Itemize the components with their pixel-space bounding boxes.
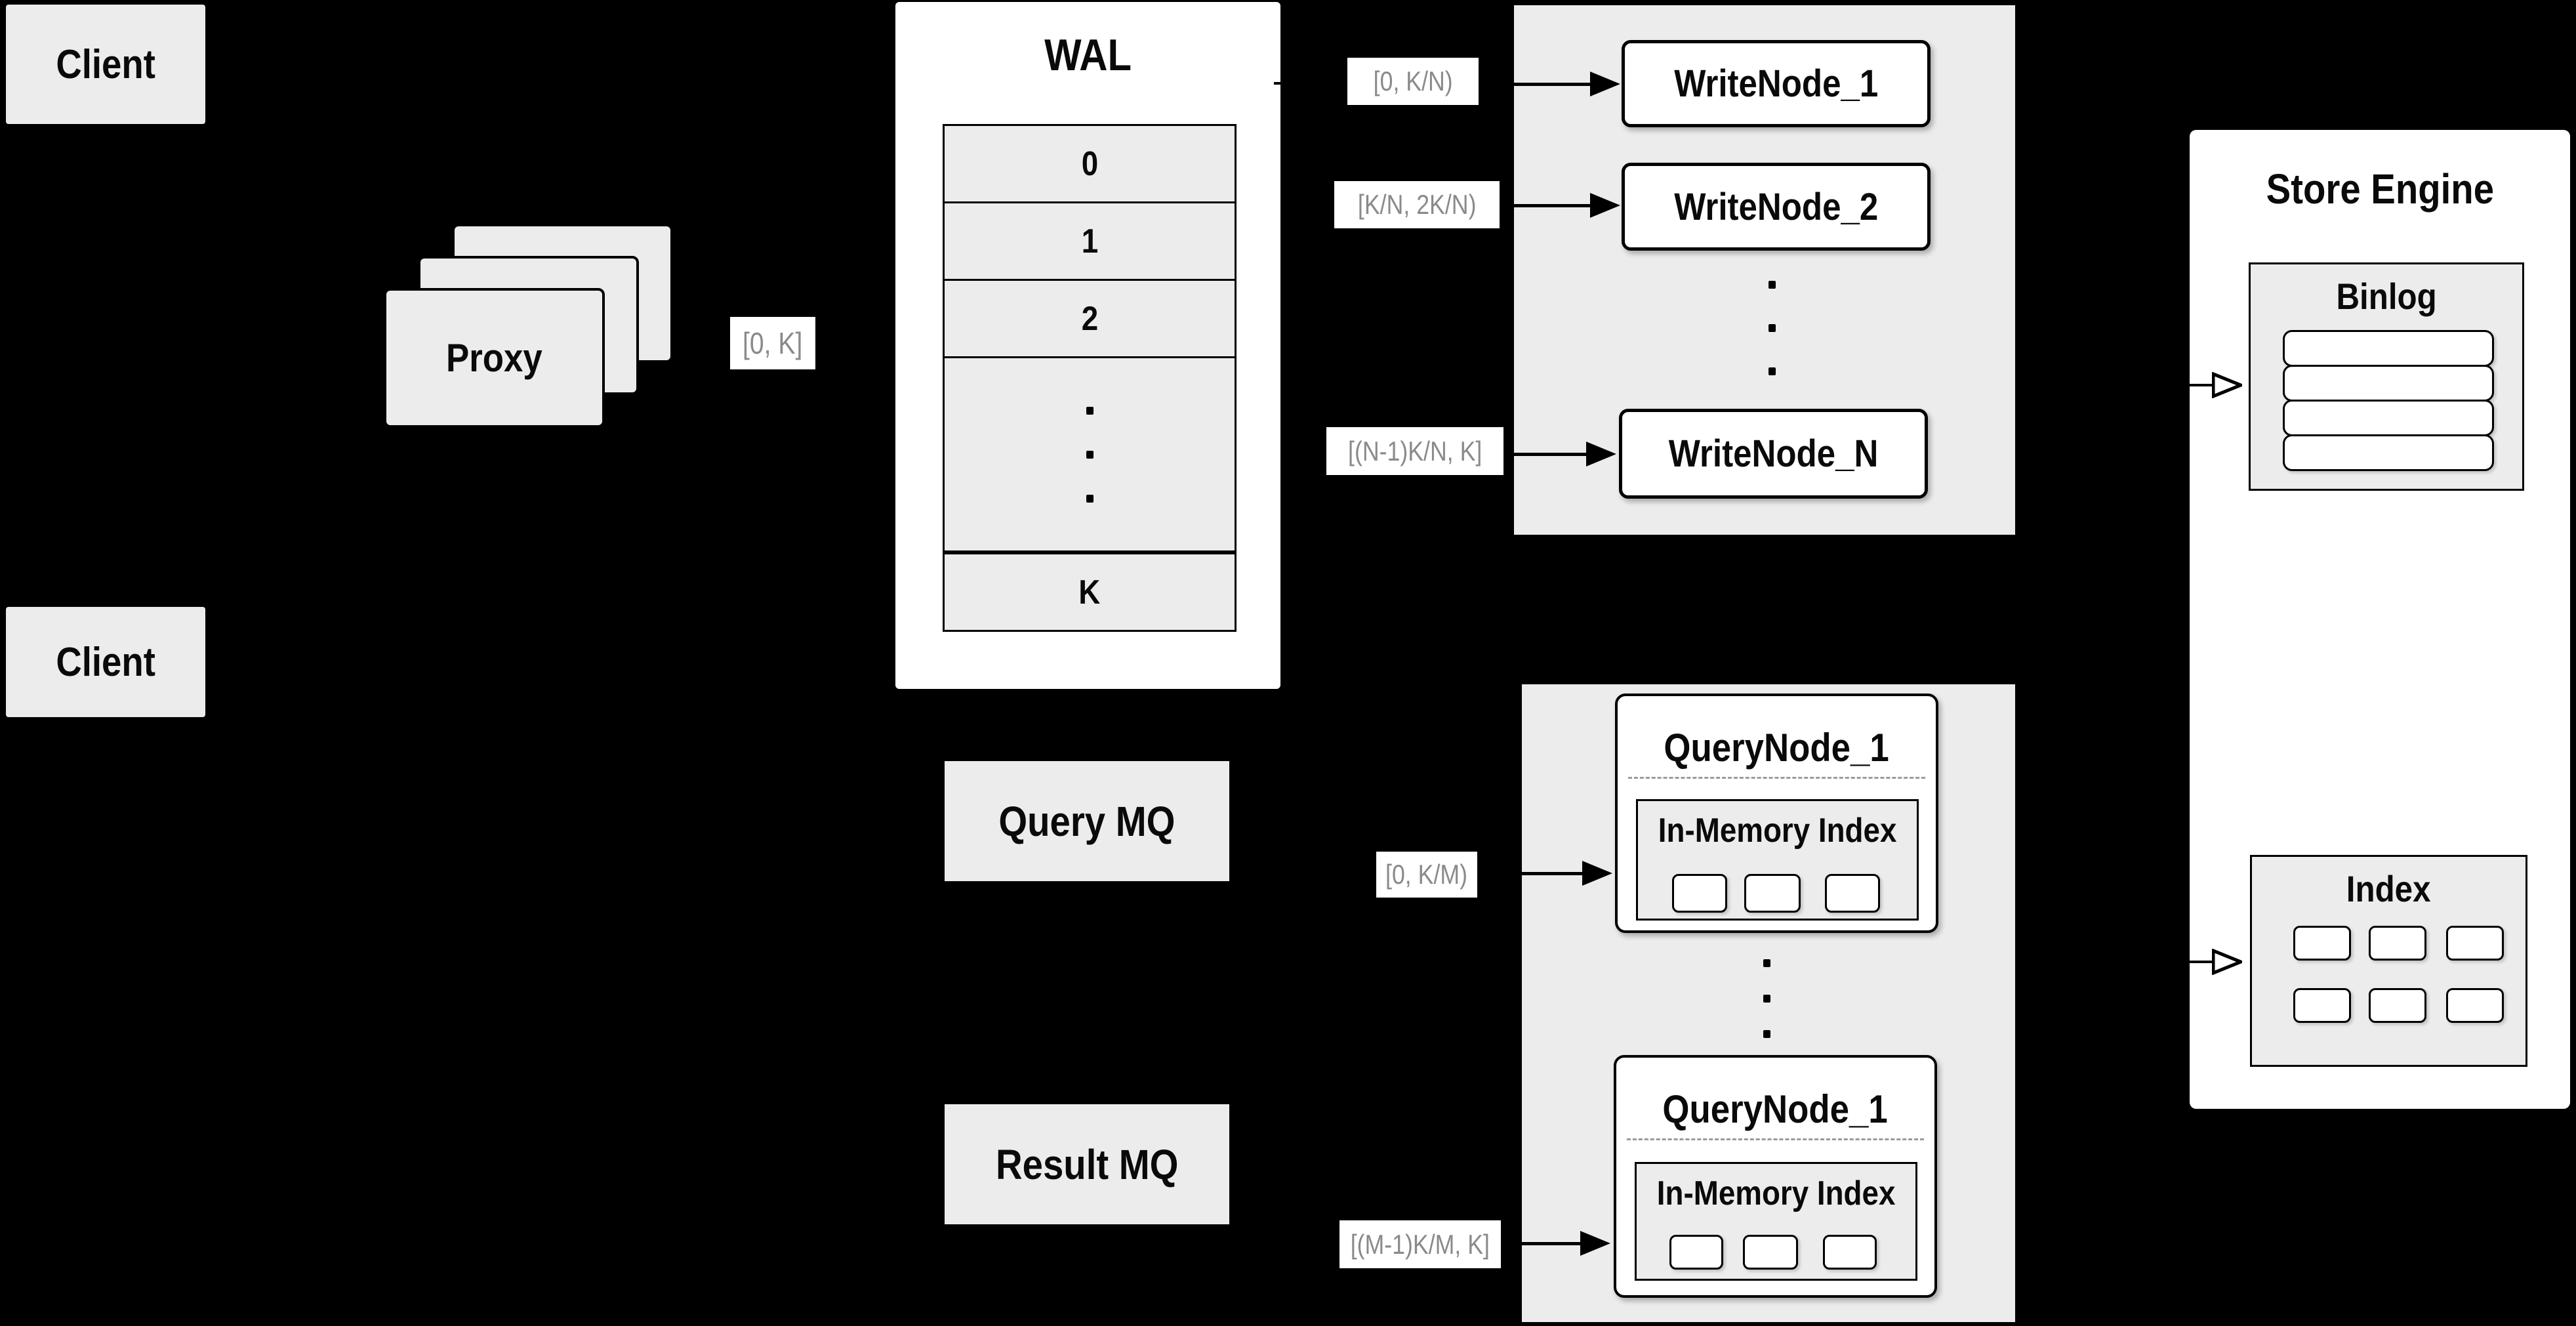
inmemory-chip: [1672, 874, 1727, 913]
client-bottom-label: Client: [56, 639, 155, 685]
range-label-proxy: [0, K]: [730, 317, 815, 369]
querynode-bottom-box: QueryNode_1 In-Memory Index: [1614, 1055, 1937, 1298]
wal-box: WAL 0 1 2 K: [895, 2, 1280, 689]
wal-row-0: 0: [945, 126, 1235, 203]
inmemory-top-title: In-Memory Index: [1658, 812, 1897, 850]
range-label-writenode-2-text: [K/N, 2K/N): [1357, 189, 1477, 220]
binlog-rows: [2283, 330, 2494, 471]
index-chip: [2293, 988, 2351, 1023]
range-label-writenode-1-text: [0, K/N): [1373, 66, 1453, 96]
inmemory-chip: [1743, 1235, 1798, 1270]
inmemory-bottom-title-wrap: In-Memory Index: [1637, 1171, 1915, 1216]
querynode-top-label: QueryNode_1: [1664, 725, 1890, 770]
binlog-row: [2283, 434, 2494, 471]
index-box: Index: [2250, 855, 2527, 1067]
range-label-querynode-m-text: [(M-1)K/M, K]: [1350, 1228, 1490, 1260]
inmemory-chip: [1825, 874, 1880, 913]
binlog-title: Binlog: [2336, 275, 2437, 317]
binlog-row: [2283, 330, 2494, 367]
wal-title: WAL: [1044, 30, 1132, 80]
wal-row-1: 1: [945, 203, 1235, 281]
wal-title-wrap: WAL: [895, 26, 1280, 85]
writenode-1-label: WriteNode_1: [1673, 62, 1879, 105]
wal-ellipsis-icon: [1086, 406, 1094, 503]
range-label-writenode-1: [0, K/N): [1347, 58, 1479, 105]
wal-row-ellipsis: [945, 358, 1235, 552]
index-chip: [2369, 926, 2426, 961]
inmemory-index-top-box: In-Memory Index: [1636, 799, 1919, 921]
query-cluster-ellipsis-icon: [1763, 959, 1770, 1038]
write-cluster-ellipsis-icon: [1768, 281, 1776, 375]
index-title: Index: [2346, 867, 2431, 909]
arrow-to-querynode-top: [1509, 860, 1612, 886]
range-label-writenode-n: [(N-1)K/N, K]: [1326, 427, 1503, 475]
writenode-1-box: WriteNode_1: [1622, 40, 1931, 127]
binlog-box: Binlog: [2249, 262, 2524, 491]
arrow-to-index: [2190, 949, 2242, 975]
result-mq-label: Result MQ: [995, 1140, 1179, 1188]
range-label-writenode-2: [K/N, 2K/N): [1334, 181, 1500, 228]
index-chip: [2293, 926, 2351, 961]
range-label-writenode-n-text: [(N-1)K/N, K]: [1347, 435, 1482, 466]
writenode-2-box: WriteNode_2: [1622, 163, 1931, 251]
store-engine-box: Store Engine Binlog Index: [2190, 130, 2570, 1109]
index-chip: [2446, 988, 2504, 1023]
writenode-2-label: WriteNode_2: [1673, 185, 1879, 228]
binlog-title-wrap: Binlog: [2251, 270, 2522, 322]
binlog-row: [2283, 400, 2494, 436]
range-label-querynode-1-text: [0, K/M): [1385, 859, 1468, 890]
proxy-card-front: Proxy: [384, 288, 605, 428]
writenode-n-box: WriteNode_N: [1619, 409, 1928, 499]
proxy-label: Proxy: [446, 336, 542, 380]
inmemory-bottom-title: In-Memory Index: [1656, 1174, 1896, 1212]
querynode-top-box: QueryNode_1 In-Memory Index: [1615, 694, 1938, 933]
wal-row-k-text: K: [1078, 573, 1101, 611]
wal-row-0-text: 0: [1081, 144, 1098, 183]
arrow-to-writenode-n: [1505, 441, 1616, 467]
range-label-querynode-1: [0, K/M): [1376, 852, 1477, 898]
wal-edge-line-stub: [1274, 82, 1280, 85]
wal-row-2-text: 2: [1081, 299, 1098, 338]
arrow-to-writenode-1: [1481, 71, 1620, 97]
store-engine-title-wrap: Store Engine: [2190, 156, 2570, 222]
client-bottom-box: Client: [6, 607, 205, 717]
querynode-bottom-label: QueryNode_1: [1662, 1087, 1889, 1131]
inmemory-chip: [1669, 1235, 1723, 1270]
store-engine-title: Store Engine: [2266, 165, 2494, 213]
query-mq-box: Query MQ: [945, 761, 1229, 881]
arrow-to-binlog: [2190, 372, 2242, 398]
inmemory-chip: [1823, 1235, 1877, 1270]
client-top-box: Client: [6, 5, 205, 124]
result-mq-box: Result MQ: [945, 1104, 1229, 1224]
querynode-top-title-wrap: QueryNode_1: [1618, 721, 1936, 774]
query-mq-label: Query MQ: [998, 797, 1176, 845]
arrow-to-writenode-2: [1502, 192, 1620, 218]
inmemory-index-bottom-box: In-Memory Index: [1635, 1162, 1917, 1281]
index-title-wrap: Index: [2252, 862, 2525, 915]
arrow-to-querynode-bottom: [1509, 1230, 1610, 1256]
range-label-proxy-text: [0, K]: [743, 326, 803, 360]
inmemory-chip: [1744, 874, 1801, 913]
wal-row-2: 2: [945, 281, 1235, 358]
querynode-bottom-divider: [1627, 1138, 1924, 1140]
inmemory-top-title-wrap: In-Memory Index: [1638, 808, 1917, 854]
querynode-top-divider: [1628, 777, 1925, 779]
wal-row-k: K: [945, 552, 1235, 630]
open-arrowhead-icon: [2212, 949, 2242, 975]
binlog-row: [2283, 365, 2494, 402]
open-arrowhead-icon: [2212, 372, 2242, 398]
querynode-bottom-title-wrap: QueryNode_1: [1616, 1083, 1934, 1135]
wal-table: 0 1 2 K: [943, 124, 1237, 632]
writenode-n-label: WriteNode_N: [1668, 432, 1879, 475]
client-top-label: Client: [56, 41, 155, 87]
range-label-querynode-m: [(M-1)K/M, K]: [1339, 1220, 1501, 1268]
index-chip: [2446, 926, 2504, 961]
wal-row-1-text: 1: [1081, 222, 1098, 260]
index-chip: [2369, 988, 2426, 1023]
